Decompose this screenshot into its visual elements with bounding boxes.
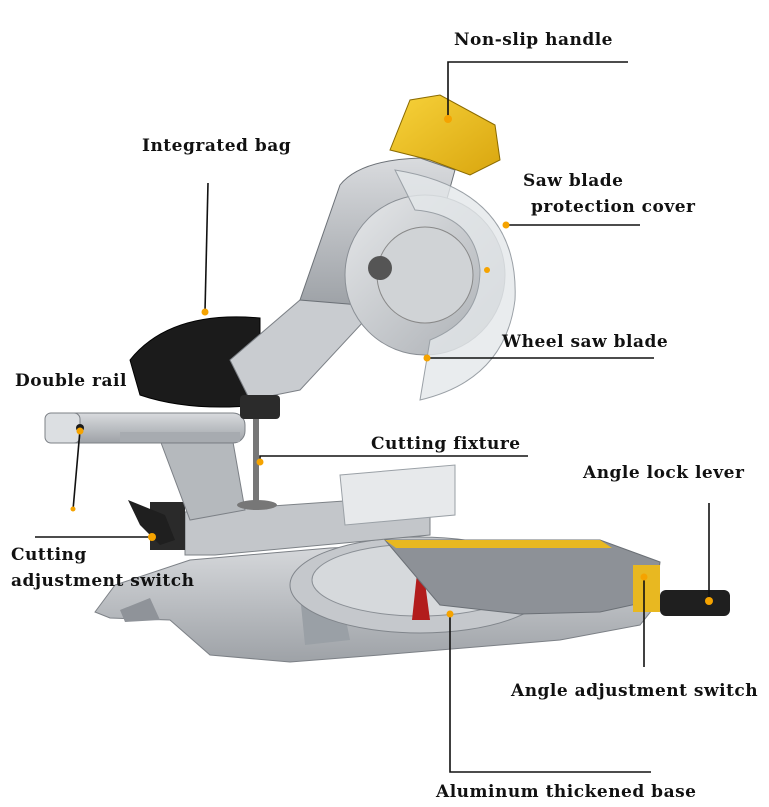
clamp <box>237 395 280 510</box>
label-non-slip-handle: Non-slip handle <box>454 30 613 50</box>
blade-housing <box>299 157 516 401</box>
marker-dots <box>70 115 713 618</box>
label-wheel-saw-blade: Wheel saw blade <box>502 332 669 352</box>
label-angle-adjustment-switch: Angle adjustment switch <box>511 681 759 701</box>
rail-assembly <box>44 412 246 521</box>
label-cutting-adjustment-line1: Cutting <box>11 545 87 565</box>
label-cutting-fixture: Cutting fixture <box>371 434 521 454</box>
label-aluminum-thickened-base: Aluminum thickened base <box>436 782 697 802</box>
label-cutting-adjustment-line2: adjustment switch <box>11 571 195 591</box>
label-saw-blade-cover-line2: protection cover <box>531 197 696 217</box>
cutting-adjust-lever <box>128 500 175 545</box>
saw-arm <box>229 289 366 401</box>
handle <box>389 94 501 176</box>
label-saw-blade-cover-line1: Saw blade <box>523 171 624 191</box>
label-integrated-bag: Integrated bag <box>142 136 292 156</box>
leader-lines <box>35 61 710 773</box>
label-angle-lock-lever: Angle lock lever <box>583 463 745 483</box>
label-double-rail: Double rail <box>15 371 127 391</box>
angle-arm <box>383 539 730 616</box>
